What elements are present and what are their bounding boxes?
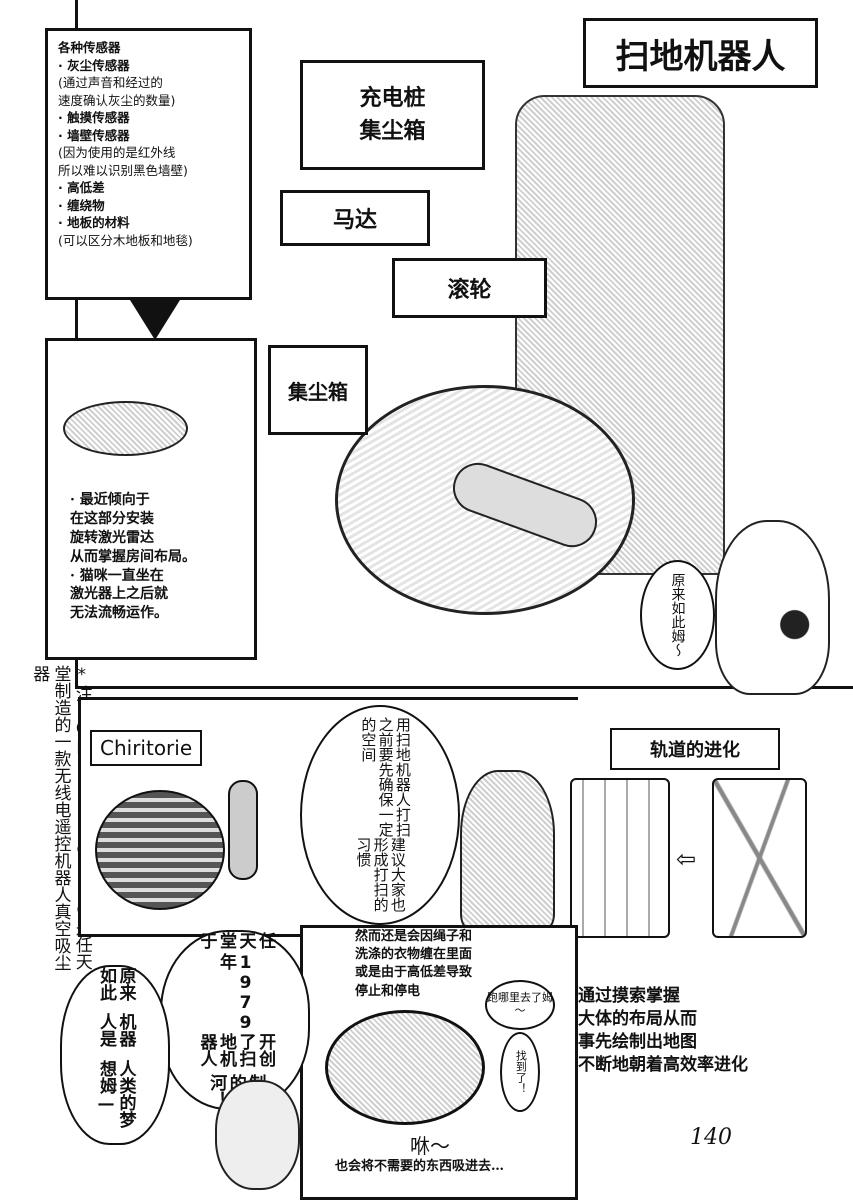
stuck-caption: 然而还是会因绳子和 洗涤的衣物缠在里面 或是由于高低差导致 停止和停电: [355, 929, 473, 999]
woman-bubble-line: 用扫地机器人打扫之前要先确保一定的空间: [359, 717, 412, 837]
sensor-note: (可以区分木地板和地毯): [58, 232, 193, 248]
small-bubble-found: 找到了！: [500, 1032, 540, 1112]
sensor-list: 各种传感器 · 灰尘传感器 (通过声音和经过的 速度确认灰尘的数量) · 触摸传…: [45, 28, 252, 300]
cat-bubble-line: 姆～: [669, 629, 686, 657]
sensor-item: · 墙壁传感器: [58, 127, 130, 143]
small-bubble-where: 跑哪里去了姆～: [485, 980, 555, 1030]
bubble-line: 开创了扫地机器人: [196, 1032, 276, 1067]
sensor-item: · 地板的材料: [58, 215, 130, 230]
sensor-item: · 触摸传感器: [58, 110, 130, 125]
label-dock: 充电桩 集尘箱: [300, 60, 485, 170]
bubble-line: 原来如此: [96, 967, 136, 1001]
evolution-caption: 通过摸索掌握 大体的布局从而 事先绘制出地图 不断地朝着高效率进化: [578, 986, 748, 1075]
arrow-left-icon: ⇦: [676, 845, 697, 873]
bubble-line: 机器人是: [96, 1013, 136, 1048]
evolution-title: 轨道的进化: [610, 728, 780, 770]
dream-bubble: 原来如此机器人是人类的梦想姆—: [60, 965, 170, 1145]
bubble-line: 人类的梦想姆—: [96, 1059, 136, 1128]
sfx-text: 咻～: [410, 1134, 450, 1158]
lidar-robot-illustration: [63, 401, 188, 456]
sensor-heading: 各种传感器: [58, 40, 121, 55]
label-roller: 滚轮: [392, 258, 547, 318]
sensor-note: (通过声音和经过的 速度确认灰尘的数量): [58, 75, 176, 108]
chiritorie-illustration: [95, 790, 225, 910]
lidar-inset-panel: · 最近倾向于 在这部分安装 旋转激光雷达 从而掌握房间布局。 · 猫咪一直坐在…: [45, 338, 257, 660]
title-box: 扫地机器人: [583, 18, 818, 88]
cat-illustration: [715, 520, 830, 695]
sensor-item: · 缠绕物: [58, 197, 105, 213]
sensor-note: (因为使用的是红外线 所以难以识别黑色墙壁): [58, 145, 188, 178]
woman-illustration: [460, 770, 555, 930]
cat-bubble: 原来如此姆～: [640, 560, 715, 670]
cat-gamer-illustration: [215, 1080, 300, 1190]
map-path-diagram: [570, 778, 670, 938]
chiritorie-label: Chiritorie: [90, 730, 203, 766]
roomba-illustration: [325, 1010, 485, 1125]
nintendo-bubble: 任天堂于1979年开创了扫地机器人制造的先河！: [160, 930, 310, 1110]
woman-bubble: 用扫地机器人打扫之前要先确保一定的空间 建议大家也形成打扫的习惯: [300, 705, 460, 925]
sensor-item: · 灰尘传感器: [58, 57, 130, 73]
random-path-diagram: [712, 778, 807, 938]
bubble-line: 1979年: [216, 952, 256, 1033]
bubble-line: 任天堂于: [196, 932, 276, 949]
page-number: 140: [690, 1125, 732, 1150]
down-arrow-icon: [130, 300, 180, 340]
woman-bubble-line: 建议大家也形成打扫的习惯: [354, 837, 407, 913]
inset-caption: · 最近倾向于 在这部分安装 旋转激光雷达 从而掌握房间布局。 · 猫咪一直坐在…: [70, 492, 196, 622]
label-dustbox: 集尘箱: [268, 345, 368, 435]
cat-bubble-line: 原来如此: [669, 573, 686, 629]
suck-caption: 也会将不需要的东西吸进去…: [335, 1159, 505, 1174]
label-motor: 马达: [280, 190, 430, 246]
sensor-item: · 高低差: [58, 180, 105, 195]
remote-illustration: [228, 780, 258, 880]
